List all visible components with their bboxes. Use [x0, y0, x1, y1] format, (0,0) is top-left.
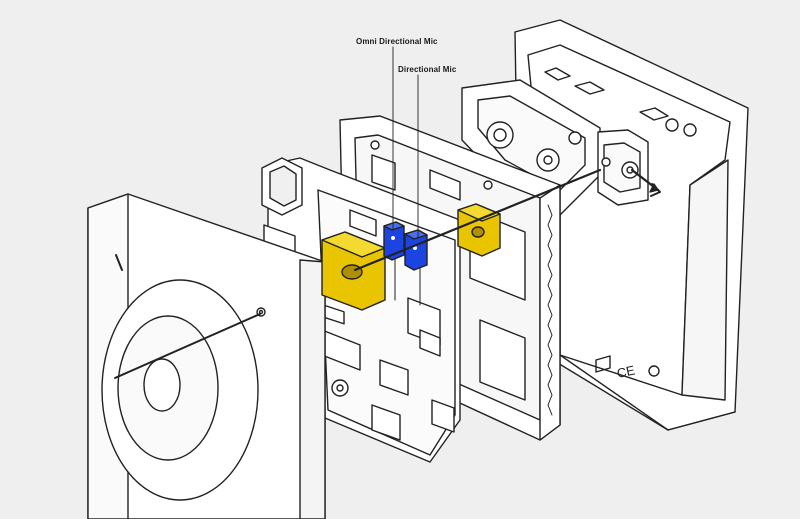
omni-directional-mic: [383, 221, 405, 261]
assembly-axis: [114, 168, 661, 379]
directional-mic-label: Directional Mic: [398, 65, 457, 74]
gold-gasket-large: [321, 231, 386, 311]
gold-gasket-small: [457, 203, 501, 257]
svg-text:CE: CE: [616, 362, 637, 380]
omni-directional-mic-label: Omni Directional Mic: [356, 37, 438, 46]
back-bracket: [461, 79, 649, 216]
callout-leaders: [392, 46, 419, 239]
directional-mic: [404, 229, 428, 271]
dial: [101, 279, 259, 501]
